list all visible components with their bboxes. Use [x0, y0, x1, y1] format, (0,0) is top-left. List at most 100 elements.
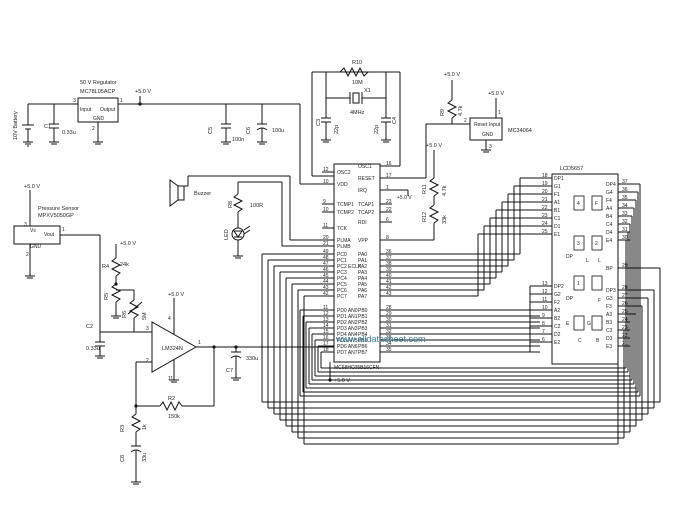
mcu-right-pin-name: PA1	[358, 258, 367, 264]
reset-pin-input: Input	[489, 122, 501, 128]
r3-label: R3	[120, 425, 126, 432]
lcd-left-pin-number: 24	[542, 221, 548, 227]
mcu-right-pin-name: IRQ	[358, 188, 367, 194]
mcu-right-pin-name: PB1	[358, 314, 368, 320]
lcd-left-pin-number: 25	[542, 229, 548, 235]
r9-value: 4.7k	[458, 105, 464, 116]
lcd-inner-label: G	[587, 321, 591, 327]
mcu-left-pin-name: PC5	[337, 282, 347, 288]
r11-label: R11	[422, 184, 428, 194]
mcu-right-pin-number: 43	[386, 291, 392, 297]
mcu-left-pin-name: PC7	[337, 294, 347, 300]
lcd-left-pin-number: 7	[542, 329, 545, 335]
r6-value: 5M	[142, 312, 148, 320]
lcd-inner-label: DP	[566, 296, 574, 302]
lcd-left-pin-number: 6	[542, 337, 545, 343]
c5-value: 100n	[232, 137, 244, 143]
lcd-left-pin-name: B2	[554, 316, 560, 322]
buzzer: Buzzer	[169, 175, 334, 241]
reset-pin-gnd: GND	[482, 132, 494, 138]
lcd-left-pin-number: 9	[542, 313, 545, 319]
reset-section: +5.0 V R9 4.7k +5.0 V Reset Input GND MC…	[380, 72, 532, 179]
c8-value: 33u	[142, 453, 148, 462]
vcc-rail-top: +5.0 V C5 100n C6 100u	[135, 89, 334, 185]
lcd-left-pin-number: 23	[542, 213, 548, 219]
sensor-pin-vs: Vs	[30, 228, 36, 234]
led-label: LED	[224, 229, 230, 240]
mcu-left-pin-name: PD0 AN0	[337, 308, 358, 314]
bus-wiring	[261, 177, 661, 445]
mcu-left-pin-name: PD3 AN3	[337, 326, 358, 332]
lcd-right-pin-number: 23	[622, 325, 628, 331]
mcu-left-pin-number: 10	[323, 179, 329, 185]
r11-value: 4.7k	[442, 185, 448, 196]
mcu-left-pin-number: 47	[323, 261, 329, 267]
r3-value: 1k	[142, 424, 148, 430]
mcu-right-pin-number: 40	[386, 273, 392, 279]
mcu-left-pin-number: 11	[323, 305, 328, 311]
reset-title: Reset	[474, 122, 488, 128]
mcu-left-pin-name: PD5 AN5	[337, 338, 358, 344]
lcd-left-pin-name: B1	[554, 208, 560, 214]
mcu-right-pin-number: 37	[386, 255, 392, 261]
mcu-left-pin-number: 12	[323, 167, 329, 173]
mcu-right-pin-number: 29	[386, 311, 392, 317]
mcu-right-pin-number: 35	[386, 347, 392, 353]
vcc-label-irq: +5.0 V	[397, 195, 412, 201]
mcu-left-pin-number: 48	[323, 255, 329, 261]
mcu-right-pin-name: PA2	[358, 264, 367, 270]
mcu-left-pin-number: 44	[323, 279, 329, 285]
mcu-right-pin-name: TCAP1	[358, 202, 374, 208]
reset-pin-3: 3	[489, 144, 492, 150]
mcu-left-pin-number: 45	[323, 273, 329, 279]
opamp-pin-3: 3	[146, 326, 149, 332]
mcu-right-pin-name: PB3	[358, 326, 368, 332]
mcu-left-pin-name: TCMP2	[337, 210, 354, 216]
lcd-left-pin-number: 12	[542, 289, 548, 295]
lcd-inner-label: 3	[577, 241, 580, 247]
lcd-right-pin-name: D3	[606, 336, 613, 342]
sensor-pin-3: 3	[24, 222, 27, 228]
mcu-left-pin-name: PD6 AN6	[337, 344, 358, 350]
vcc-label-regulator: +5.0 V	[135, 89, 151, 95]
mcu-right-pin-name: RESET	[358, 176, 375, 182]
lcd-inner-label: L	[598, 258, 601, 264]
c6-label: C6	[246, 127, 252, 134]
mcu-left-pin-name: PC3	[337, 270, 347, 276]
mcu-right-pin-name: PA3	[358, 270, 367, 276]
opamp-network: +5.0 V R4 24k R5 R6 5M C2 0.33u LM324N 3…	[86, 241, 334, 485]
r10-label: R10	[352, 60, 362, 66]
regulator-pin-input: Input	[80, 107, 92, 113]
vcc-label-reset: +5.0 V	[444, 72, 460, 78]
lcd-right-pin-number: 25	[622, 309, 628, 315]
mcu-left-pin-number: 46	[323, 267, 329, 273]
pressure-sensor: +5.0 V Pressure Sensor MPXV5050GP Vs Vou…	[13, 184, 101, 332]
mcu-right-pin-name: PB0	[358, 308, 368, 314]
mcu-left-pin-number: 11	[323, 223, 328, 229]
mcu-right-pin-number: 33	[386, 335, 392, 341]
mcu-left-pin-name: VDD	[337, 182, 348, 188]
c3-label: C3	[316, 119, 322, 126]
r12-label: R12	[422, 212, 428, 222]
mcu-right-pin-number: 23	[386, 199, 392, 205]
mcu-right-pin-number: 42	[386, 285, 392, 291]
mcu-left-pin-name: PC4	[337, 276, 347, 282]
vcc-label-opamp: +5.0 V	[168, 292, 184, 298]
lcd-right-pin-number: 24	[622, 317, 628, 323]
c1-value: 0.33u	[62, 130, 76, 136]
mcu-left-pin-number: 43	[323, 285, 329, 291]
led-section: R8 100R LED	[224, 181, 334, 259]
sensor-part: MPXV5050GP	[38, 213, 74, 219]
mcu-left-pin-name: PC6	[337, 288, 347, 294]
lcd-left-pin-name: DP2	[554, 284, 564, 290]
regulator-pin-gnd: GND	[93, 116, 105, 122]
mcu-left-pin-name: PD4 AN4	[337, 332, 358, 338]
mcu-left-pin-name: PD7 AN7	[337, 350, 358, 356]
mcu-left-pin-number: 12	[323, 311, 329, 317]
c7-label: C7	[226, 368, 233, 374]
mcu-left-pin-name: OSC2	[337, 170, 351, 176]
c3-value: 22p	[334, 125, 340, 134]
